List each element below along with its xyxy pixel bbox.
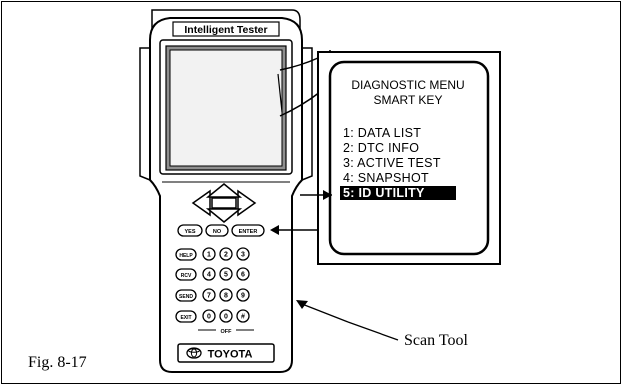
- digit-keypad: 1 2 3 4 5 6 7 8 9 0 0 #: [202, 247, 250, 323]
- enter-key-label: ENTER: [239, 229, 258, 235]
- digit-key-8-label: 8: [224, 293, 228, 300]
- rcv-key-label: RCV: [181, 273, 192, 279]
- help-key[interactable]: [175, 248, 197, 261]
- digit-key-1[interactable]: [202, 247, 216, 261]
- menu-item-id-utility[interactable]: 5: ID UTILITY: [343, 186, 425, 200]
- digit-key-0[interactable]: [219, 309, 233, 323]
- yes-key-label: YES: [184, 229, 195, 235]
- digit-key-4-label: 4: [207, 272, 211, 279]
- device-screen: [169, 49, 283, 167]
- digit-key-1-label: 1: [207, 252, 211, 259]
- digit-key-3-label: 3: [241, 252, 245, 259]
- enter-key[interactable]: [231, 224, 265, 237]
- digit-key-3[interactable]: [236, 247, 250, 261]
- send-key-label: SEND: [179, 294, 193, 300]
- off-label: OFF: [221, 329, 233, 335]
- menu-title-line1: DIAGNOSTIC MENU: [351, 78, 464, 92]
- exit-key-label: EXIT: [180, 315, 191, 321]
- scan-tool-leader-line: [347, 321, 399, 341]
- scan-tool-label: Scan Tool: [404, 332, 468, 349]
- digit-key-2-label: 2: [224, 252, 228, 259]
- menu-item-snapshot[interactable]: 4: SNAPSHOT: [343, 171, 429, 185]
- figure-label: Fig. 8-17: [28, 354, 87, 371]
- dpad-up-icon[interactable]: [205, 183, 243, 198]
- digit-key-4[interactable]: [202, 267, 216, 281]
- digit-key-2[interactable]: [219, 247, 233, 261]
- digit-key-star[interactable]: [202, 309, 216, 323]
- help-key-label: HELP: [179, 253, 193, 259]
- exit-key[interactable]: [175, 310, 197, 323]
- rcv-key[interactable]: [175, 268, 197, 281]
- brand-label: TOYOTA: [208, 349, 253, 361]
- toyota-logo-icon: [186, 347, 202, 359]
- arrow-head-right-icon: [323, 190, 332, 200]
- dpad-down-icon[interactable]: [205, 208, 243, 223]
- digit-key-7-label: 7: [207, 293, 211, 300]
- digit-key-6[interactable]: [236, 267, 250, 281]
- digit-key-hash-label: #: [241, 314, 245, 321]
- menu-screen: [328, 60, 490, 256]
- digit-key-5[interactable]: [219, 267, 233, 281]
- digit-key-star-label: 0: [207, 314, 211, 321]
- send-key[interactable]: [175, 289, 197, 302]
- control-keys-row: YES NO ENTER: [177, 224, 265, 237]
- arrow-head-left-icon: [270, 225, 279, 235]
- menu-item-dtc-info[interactable]: 2: DTC INFO: [343, 141, 419, 155]
- brand-plate: [177, 343, 275, 363]
- menu-item-data-list[interactable]: 1: DATA LIST: [343, 126, 421, 140]
- header-plate: [172, 21, 280, 37]
- menu-item-active-test[interactable]: 3: ACTIVE TEST: [343, 156, 441, 170]
- no-key-label: NO: [213, 229, 222, 235]
- yes-key[interactable]: [177, 224, 203, 237]
- scan-tool-device: Intelligent Tester YES NO ENTER HELP: [139, 9, 313, 373]
- dpad-right-icon[interactable]: [237, 189, 257, 217]
- function-keys: HELP RCV SEND EXIT: [175, 248, 197, 323]
- no-key[interactable]: [205, 224, 229, 237]
- digit-key-8[interactable]: [219, 288, 233, 302]
- menu-item-highlight: [340, 186, 456, 200]
- digit-key-0-label: 0: [224, 314, 228, 321]
- digit-key-5-label: 5: [224, 272, 228, 279]
- digit-key-7[interactable]: [202, 288, 216, 302]
- pointer-arrows: [270, 190, 399, 341]
- digit-key-hash[interactable]: [236, 309, 250, 323]
- digit-key-9-label: 9: [241, 293, 245, 300]
- menu-title-line2: SMART KEY: [374, 93, 443, 107]
- digit-key-9[interactable]: [236, 288, 250, 302]
- menu-callout: DIAGNOSTIC MENU SMART KEY 1: DATA LIST 2…: [277, 50, 501, 265]
- dpad: [191, 183, 257, 223]
- header-label: Intelligent Tester: [184, 24, 267, 36]
- dpad-left-icon[interactable]: [191, 189, 211, 217]
- digit-key-6-label: 6: [241, 272, 245, 279]
